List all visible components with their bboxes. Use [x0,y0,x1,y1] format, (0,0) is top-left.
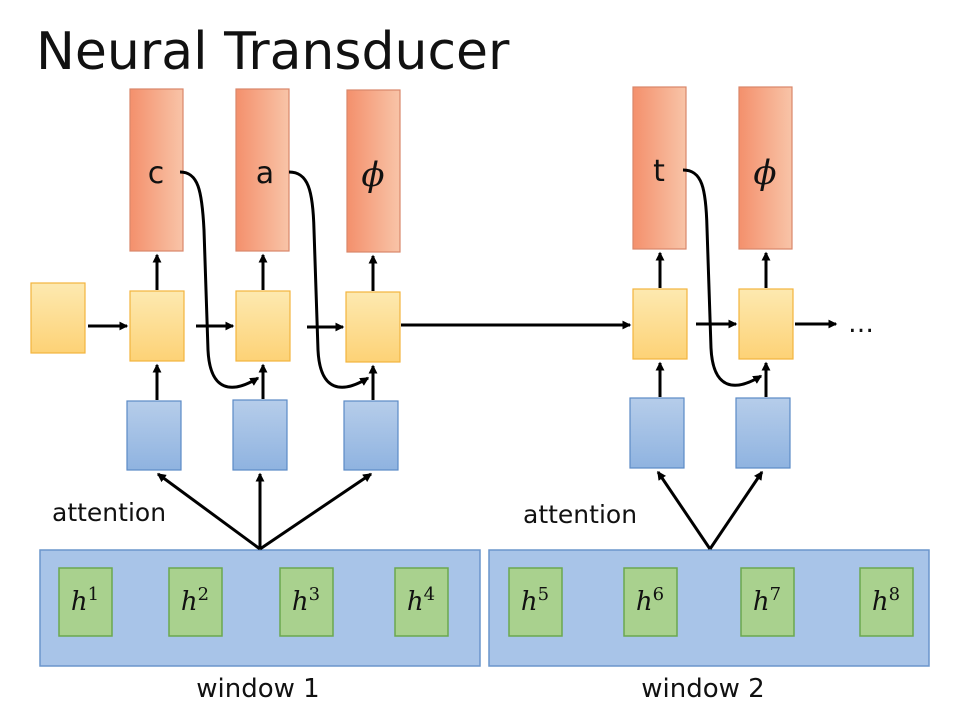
svg-text:h6: h6 [636,584,664,617]
encoder-state-base: h [407,587,424,617]
encoder-state-base: h [71,587,88,617]
encoder-state-sup: 2 [198,584,209,605]
context-box [629,397,685,469]
encoder-state-h1: h1 [58,567,113,637]
continuation-ellipsis: … [848,309,874,339]
encoder-state-base: h [636,587,653,617]
recurrent-arrows [88,319,838,332]
output-feedback-curves [179,168,763,389]
svg-text:h3: h3 [292,584,320,617]
decoder-box [345,291,401,363]
output-token-phi-2: ϕ [738,86,793,250]
svg-text:h1: h1 [71,584,99,617]
svg-text:h7: h7 [753,584,781,617]
encoder-state-sup: 6 [653,584,664,605]
encoder-state-sup: 1 [88,584,99,605]
encoder-state-h5: h5 [508,567,563,637]
encoder-state-h3: h3 [279,567,334,637]
window-1-label: window 1 [196,674,319,704]
output-token-t: t [632,86,687,250]
output-token-a: a [235,88,290,252]
context-to-decoder-arrows [152,361,771,400]
decoder-box [235,290,291,362]
encoder-state-h4: h4 [394,567,449,637]
svg-text:h8: h8 [872,584,900,617]
encoder-state-sup: 5 [538,584,549,605]
attention-label-1: attention [52,498,166,527]
context-box [126,400,182,471]
attention-arrows-window-2 [656,470,764,550]
encoder-state-base: h [753,587,770,617]
encoder-state-sup: 7 [770,584,781,605]
context-box [343,400,399,471]
window-2-label: window 2 [641,674,764,704]
context-box [232,399,288,471]
initial-decoder-state [30,282,86,354]
encoder-state-sup: 3 [309,584,320,605]
encoder-state-h6: h6 [623,567,678,637]
context-box [735,397,791,469]
svg-text:h4: h4 [407,584,435,617]
output-token-label: ϕ [361,155,384,195]
slide-title: Neural Transducer [36,22,510,82]
encoder-state-h2: h2 [168,567,223,637]
decoder-box [738,288,794,360]
encoder-state-sup: 4 [424,584,435,605]
encoder-state-sup: 8 [889,584,900,605]
encoder-state-base: h [872,587,889,617]
svg-text:h2: h2 [181,584,209,617]
output-token-label: a [256,156,274,191]
output-token-label: t [653,154,665,189]
encoder-state-base: h [521,587,538,617]
output-token-label: c [148,156,165,191]
decoder-box [129,290,185,362]
attention-arrows-window-1 [156,472,373,551]
attention-label-2: attention [523,500,637,529]
decoder-to-output-arrows [152,251,771,291]
encoder-state-base: h [292,587,309,617]
encoder-state-h8: h8 [859,567,914,637]
output-token-phi-1: ϕ [346,89,401,253]
decoder-box [632,288,688,360]
svg-text:h5: h5 [521,584,549,617]
output-token-c: c [129,88,184,252]
encoder-state-h7: h7 [740,567,795,637]
output-token-label: ϕ [753,153,776,193]
encoder-state-base: h [181,587,198,617]
